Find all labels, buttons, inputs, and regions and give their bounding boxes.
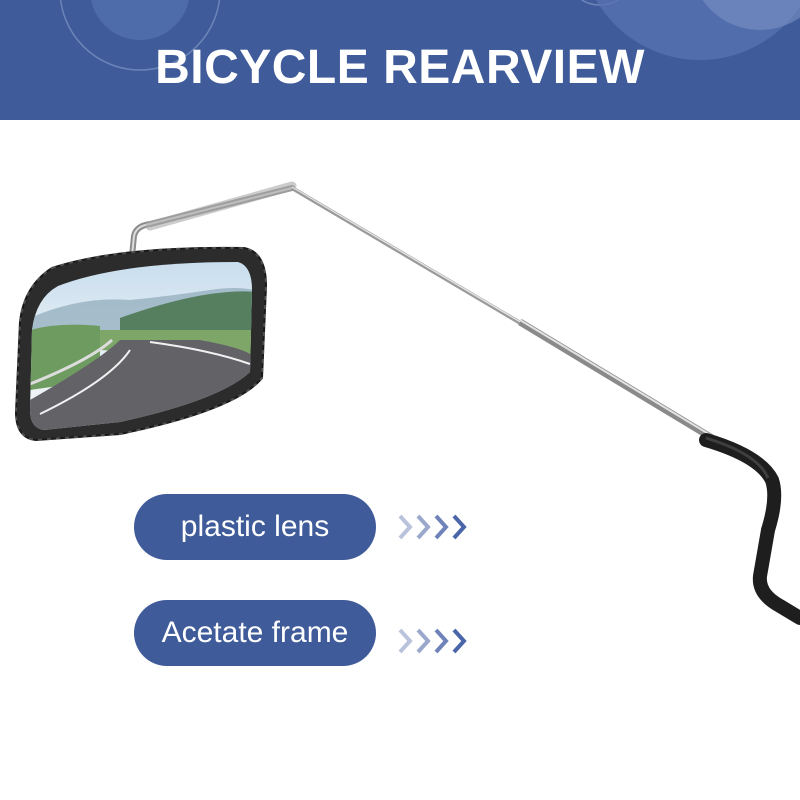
feature-label: plastic lens (180, 510, 330, 543)
mirror-arm (129, 181, 800, 625)
feature-label: Acetate frame (161, 616, 349, 649)
feature-badge-acetate-frame: Acetate frame (134, 600, 376, 666)
page-title: BICYCLE REARVIEW (155, 41, 645, 94)
chevron-right-icon (398, 628, 467, 654)
feature-badge-plastic-lens: plastic lens (134, 494, 376, 560)
chevron-right-icon (398, 514, 467, 540)
title-banner: BICYCLE REARVIEW (0, 0, 800, 120)
banner-decoration (59, 0, 800, 71)
bicycle-mirror-image (14, 181, 800, 625)
